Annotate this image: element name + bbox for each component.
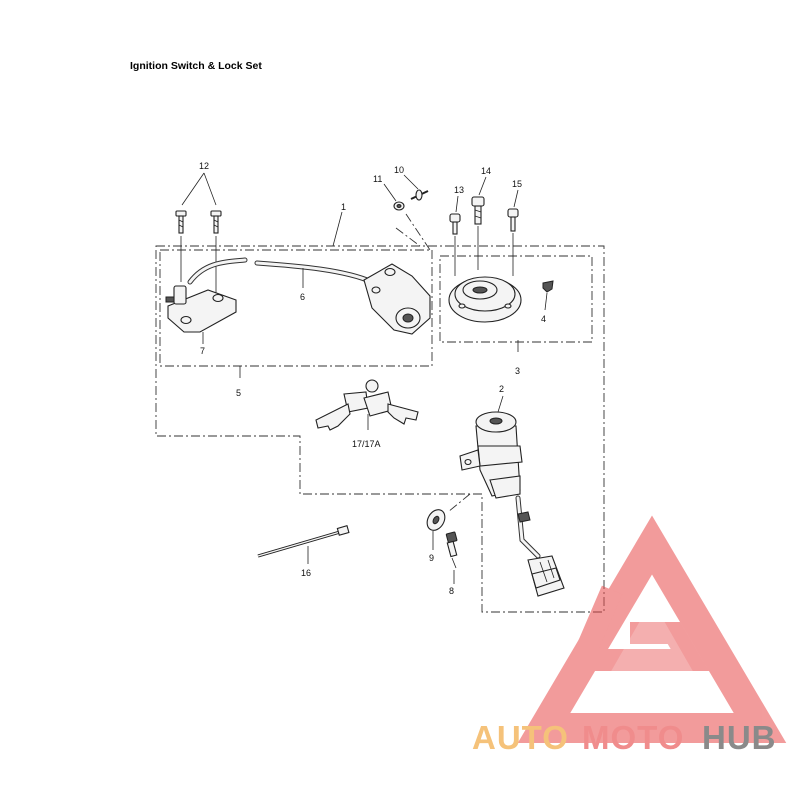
screw-12-right — [210, 210, 222, 294]
callout-17-17a: 17/17A — [352, 439, 381, 449]
cable-tie-16 — [257, 525, 350, 558]
small-plug-4 — [542, 280, 554, 293]
seat-lock-part-7 — [165, 257, 248, 333]
callout-7: 7 — [200, 346, 205, 356]
group-outline-set — [155, 245, 605, 613]
lock-housing-1 — [363, 263, 431, 335]
pin-10 — [410, 189, 429, 201]
callout-16: 16 — [301, 568, 311, 578]
callout-10: 10 — [394, 165, 404, 175]
keys-17 — [315, 379, 419, 431]
watermark-text: AUTO MOTO HUB — [472, 719, 777, 756]
watermark-auto: AUTO — [472, 719, 569, 756]
dashed-leader-pin — [395, 213, 431, 251]
callout-15: 15 — [512, 179, 522, 189]
automotohub-logo — [517, 515, 787, 743]
callout-6: 6 — [300, 292, 305, 302]
watermark-moto: MOTO — [582, 719, 684, 756]
callout-1: 1 — [341, 202, 346, 212]
diagram-title: Ignition Switch & Lock Set — [130, 60, 262, 72]
screw-12-left — [175, 210, 187, 282]
group-outline-fuel-cap — [439, 255, 593, 343]
callout-11: 11 — [373, 174, 382, 184]
group-outline-harness — [159, 249, 433, 367]
callout-3: 3 — [515, 366, 520, 376]
switch-connector — [527, 555, 565, 597]
callout-5: 5 — [236, 388, 241, 398]
washer-11 — [393, 201, 405, 211]
callout-4: 4 — [541, 314, 546, 324]
screw-14 — [471, 196, 485, 225]
screw-8 — [445, 531, 458, 569]
callout-12: 12 — [199, 161, 209, 171]
callout-13: 13 — [454, 185, 464, 195]
harness-6 — [254, 260, 375, 285]
logo-inner-shape — [565, 585, 710, 671]
watermark-hub: HUB — [702, 719, 777, 756]
callout-14: 14 — [481, 166, 491, 176]
callout-2: 2 — [499, 384, 504, 394]
logo-inner-triangle — [598, 600, 706, 694]
callout-9: 9 — [429, 553, 434, 563]
fuel-filler-cap — [448, 276, 522, 323]
screw-13 — [449, 213, 461, 235]
cap-9 — [426, 509, 446, 531]
dashed-leader-switch — [447, 493, 471, 513]
callout-8: 8 — [449, 586, 454, 596]
screw-15 — [507, 208, 519, 232]
ignition-switch-2 — [459, 411, 541, 559]
